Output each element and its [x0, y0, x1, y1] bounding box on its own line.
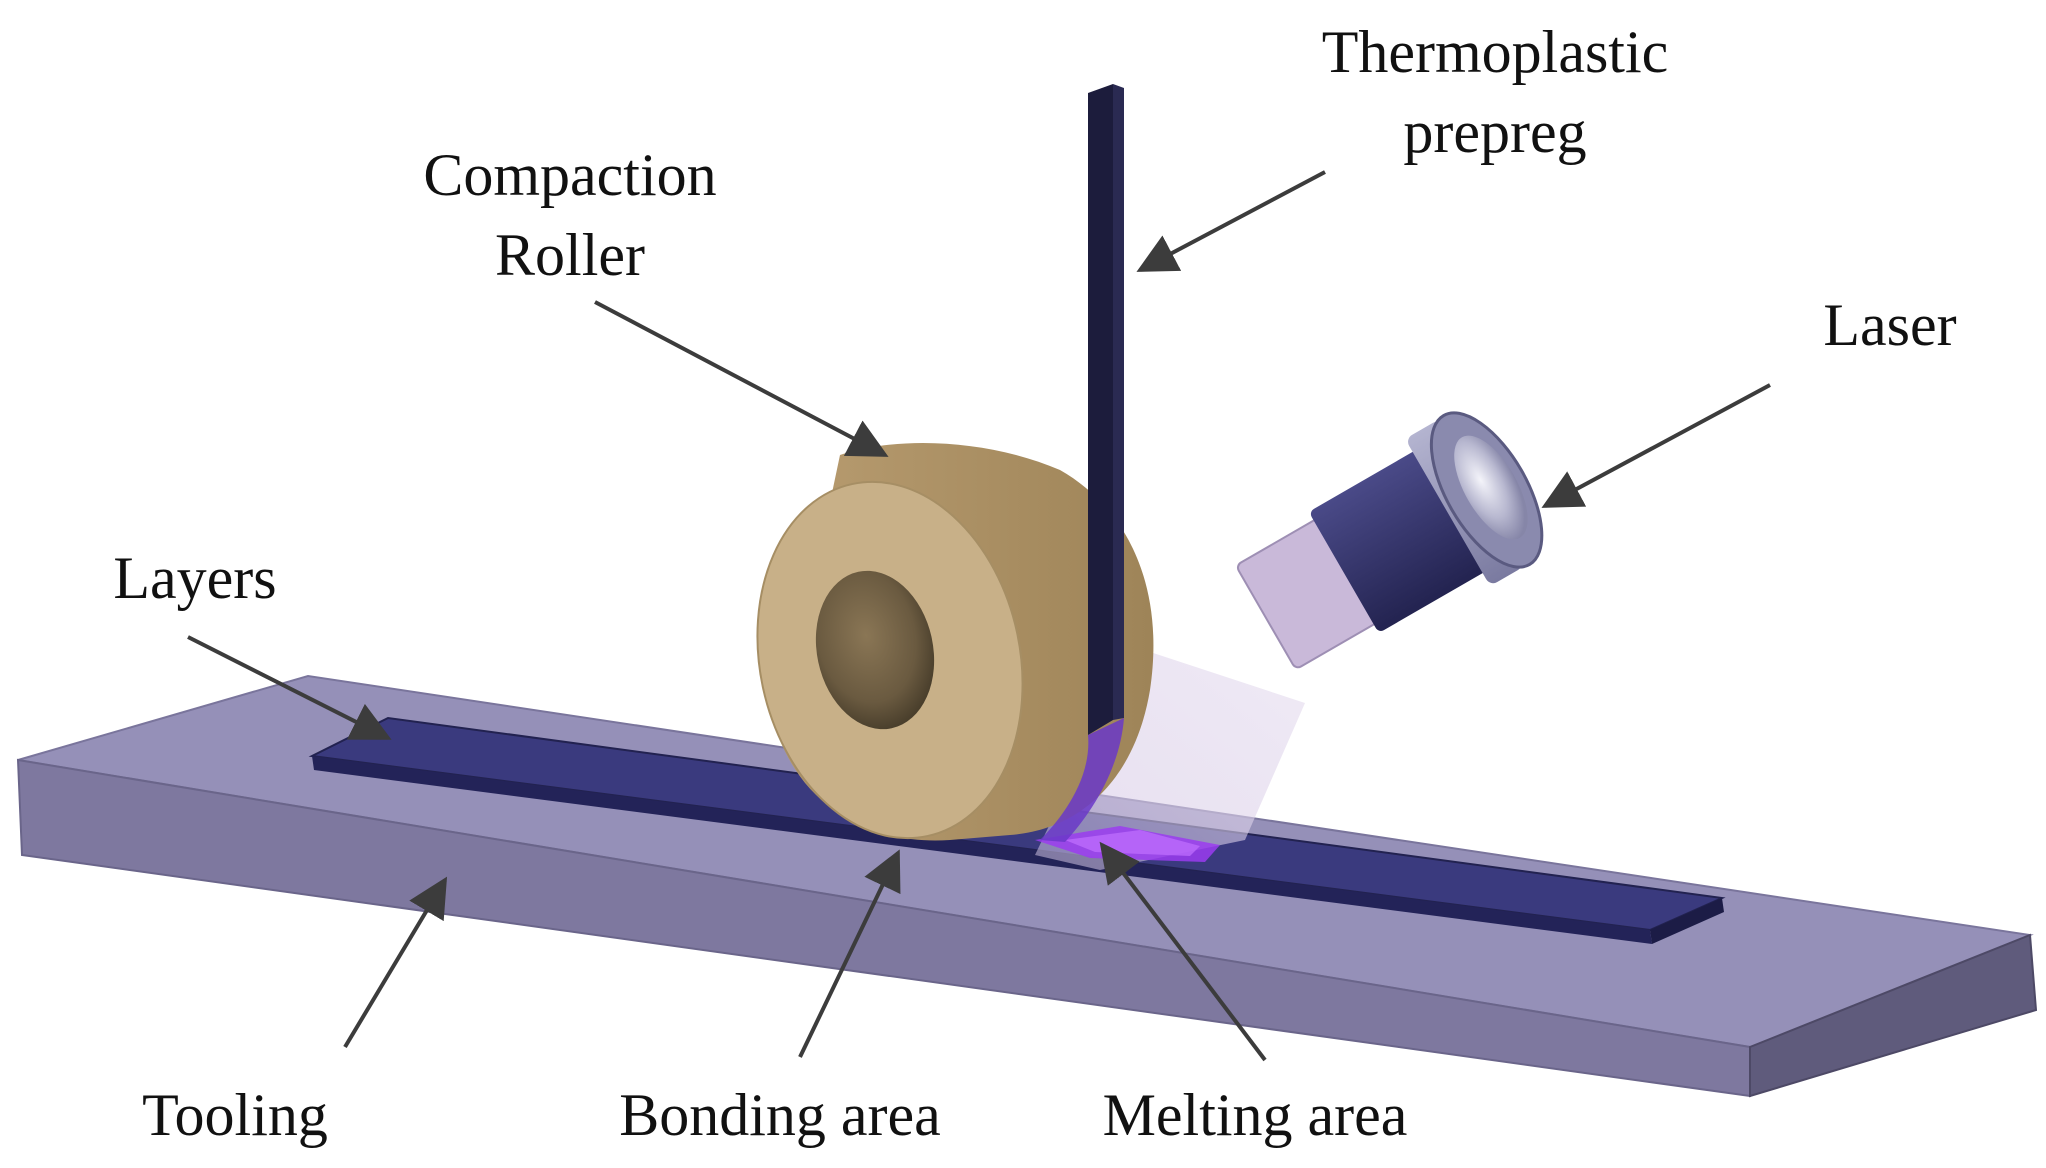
arrow-roller [594, 300, 889, 457]
prepreg-bend [1040, 718, 1124, 842]
label-laser: Laser [1823, 292, 1957, 358]
label-roller-line2: Roller [495, 222, 645, 288]
prepreg-front [1088, 84, 1113, 735]
prepreg-side [1113, 84, 1124, 720]
label-melting-area: Melting area [1102, 1082, 1408, 1148]
label-layers: Layers [113, 545, 277, 611]
arrow-layers [187, 635, 392, 740]
label-thermoplastic-prepreg: Thermoplastic prepreg [1240, 12, 1750, 172]
arrow-bonding [798, 849, 901, 1058]
label-bonding-area: Bonding area [619, 1082, 941, 1148]
label-prepreg-line1: Thermoplastic [1321, 19, 1669, 85]
layers-front-face [312, 756, 1652, 944]
layers-end-face [1650, 898, 1724, 944]
laser-lens [1454, 435, 1528, 540]
tooling-side-face [1749, 933, 2038, 1098]
label-tooling: Tooling [142, 1082, 328, 1148]
label-compaction-roller: Compaction Roller [370, 135, 770, 295]
compaction-roller [756, 443, 1154, 841]
laser-beam [1035, 647, 1305, 870]
prepreg-tape [1040, 84, 1124, 842]
arrows [187, 170, 1771, 1062]
label-roller-line1: Compaction [423, 142, 717, 208]
arrow-tooling [343, 876, 448, 1049]
arrow-prepreg [1136, 170, 1326, 272]
arrow-melting [1099, 841, 1267, 1062]
arrow-laser [1541, 383, 1771, 508]
label-prepreg-line2: prepreg [1403, 99, 1587, 165]
laser-head [1236, 411, 1544, 669]
roller-hole [815, 570, 935, 730]
